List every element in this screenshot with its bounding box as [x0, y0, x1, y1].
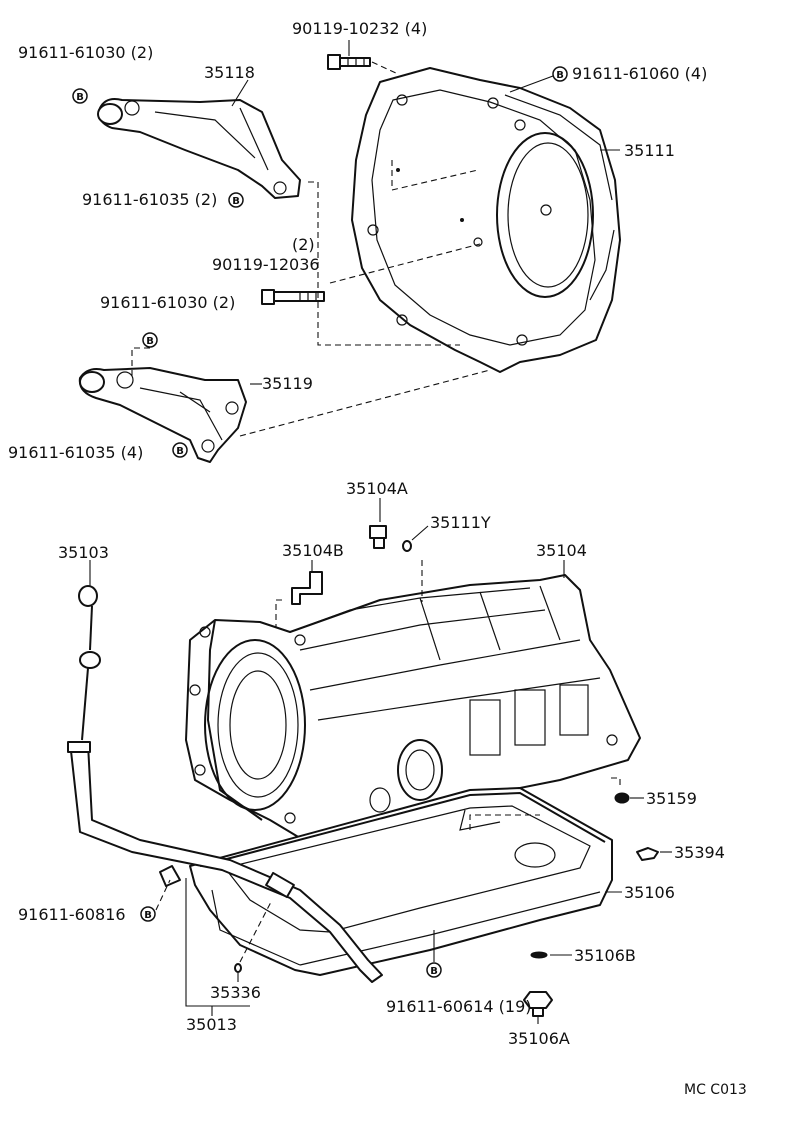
label-35106: 35106 [624, 883, 675, 902]
leader-line [185, 878, 250, 1007]
label-35119: 35119 [262, 374, 313, 393]
leader-dash [275, 599, 282, 628]
label-35159: 35159 [646, 789, 697, 808]
bolt-90119-10232 [327, 54, 371, 70]
label-35013: 35013 [186, 1015, 237, 1034]
leader-line [411, 525, 429, 541]
bolt-marker: B [72, 88, 88, 104]
label-35118: 35118 [204, 63, 255, 82]
label-91611-61030-mid: 91611-61030 (2) [100, 293, 235, 312]
dipstick-35103 [78, 585, 101, 741]
bracket-35118 [97, 98, 301, 199]
label-35104A: 35104A [346, 479, 408, 498]
leader-dash [155, 879, 171, 911]
clamp-bracket [159, 865, 181, 887]
leader-dash [329, 243, 481, 284]
leader-dash [371, 61, 399, 75]
svg-text:B: B [232, 196, 240, 207]
leader-dash [239, 899, 273, 963]
leader-dash [308, 181, 460, 346]
label-35106B: 35106B [574, 946, 636, 965]
svg-text:B: B [176, 446, 184, 457]
bolt-marker: B [228, 192, 244, 208]
label-91611-61030-top: 91611-61030 (2) [18, 43, 153, 62]
leader-line [231, 79, 249, 107]
svg-text:B: B [144, 910, 152, 921]
label-35111: 35111 [624, 141, 675, 160]
oil-pan-35106 [189, 787, 613, 976]
label-35104B: 35104B [282, 541, 344, 560]
bracket-35119 [78, 367, 247, 463]
gasket-35106B [530, 951, 548, 959]
transmission-case-35104 [185, 574, 641, 839]
label-35394: 35394 [674, 843, 725, 862]
bolt-marker: B [426, 962, 442, 978]
leader-dash [469, 814, 540, 830]
label-90119-10232: 90119-10232 (4) [292, 19, 427, 38]
transmission-housing-35111 [351, 67, 621, 373]
filler-tube-35013 [67, 741, 383, 983]
label-91611-61035-bot: 91611-61035 (4) [8, 443, 143, 462]
svg-text:B: B [556, 70, 564, 81]
label-91611-60614: 91611-60614 (19) [386, 997, 532, 1016]
label-35106A: 35106A [508, 1029, 570, 1048]
bolt-marker: B [172, 442, 188, 458]
magnet-35394 [636, 847, 659, 861]
label-91611-61035-top: 91611-61035 (2) [82, 190, 217, 209]
label-91611-61060: 91611-61060 (4) [572, 64, 707, 83]
svg-text:B: B [76, 92, 84, 103]
svg-text:B: B [430, 966, 438, 977]
label-35111Y: 35111Y [430, 513, 491, 532]
diagram-code: MC C013 [684, 1082, 747, 1098]
label-90119-12036: 90119-12036 [212, 255, 320, 274]
leader-dash [391, 160, 479, 191]
label-35103: 35103 [58, 543, 109, 562]
leader-dash [608, 777, 621, 785]
leader-line [509, 75, 554, 93]
svg-text:B: B [146, 336, 154, 347]
plug-35104A [369, 525, 387, 549]
bolt-marker: B [140, 906, 156, 922]
leader-dash [239, 369, 491, 437]
label-35336: 35336 [210, 983, 261, 1002]
breather-35104B [291, 571, 323, 605]
leader-dash [131, 347, 150, 378]
label-90119-12036-qty: (2) [292, 235, 315, 254]
bolt-marker: B [142, 332, 158, 348]
bolt-90119-12036 [261, 289, 325, 305]
oring-35336 [234, 963, 242, 973]
oring-35111Y [402, 540, 412, 552]
label-35104: 35104 [536, 541, 587, 560]
bolt-marker: B [552, 66, 568, 82]
plug-35159 [614, 792, 630, 804]
label-91611-60816: 91611-60816 [18, 905, 126, 924]
